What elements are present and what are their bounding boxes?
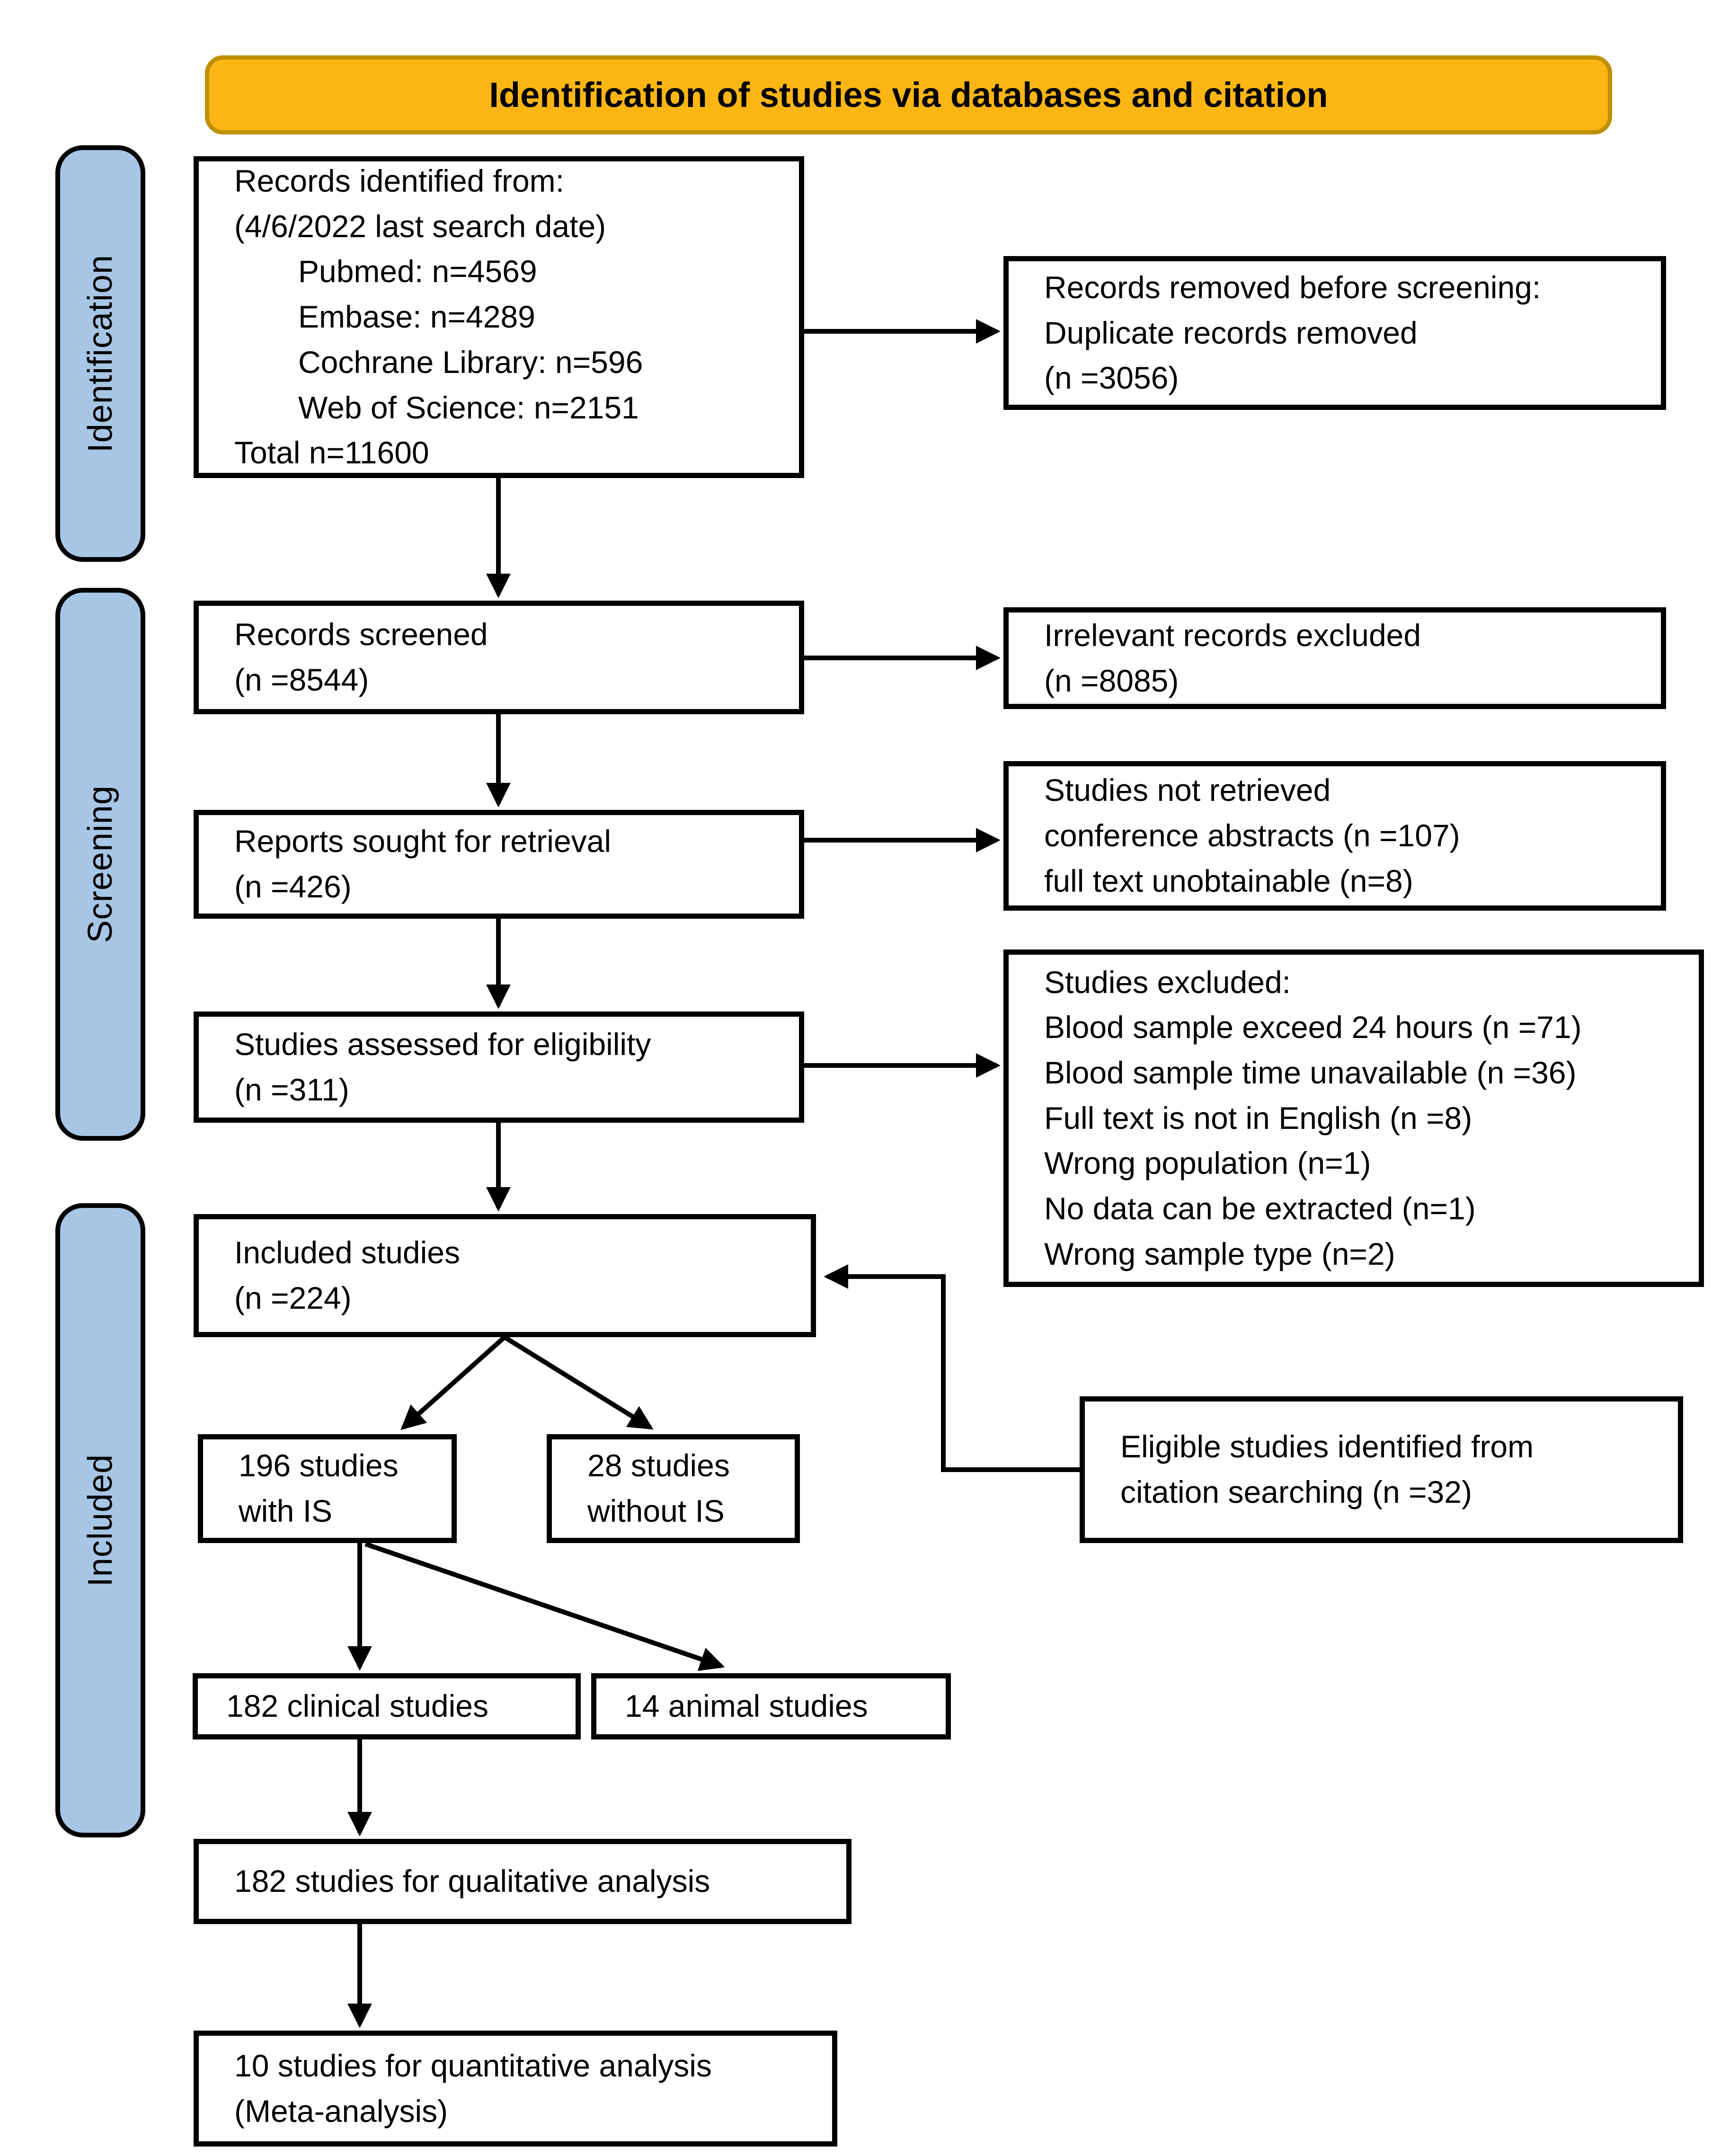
box-records-identified: Records identified from: (4/6/2022 last … <box>194 156 804 478</box>
box-studies-with-is: 196 studies with IS <box>198 1434 457 1543</box>
box-studies-assessed: Studies assessed for eligibility (n =311… <box>194 1011 804 1123</box>
box-text-line: (n =3056) <box>1044 360 1179 396</box>
box-text-line: Records screened <box>234 617 488 652</box>
box-text-line: without IS <box>587 1493 725 1528</box>
box-text-line: 182 studies for qualitative analysis <box>234 1863 710 1899</box>
box-text-line: Irrelevant records excluded <box>1044 617 1421 653</box>
box-text-line: Cochrane Library: n=596 <box>298 344 643 380</box>
box-text-line: Pubmed: n=4569 <box>298 254 537 289</box>
box-text-line: Included studies <box>234 1235 460 1270</box>
box-clinical-studies: 182 clinical studies <box>193 1673 581 1739</box>
stage-band-screening: Screening <box>55 588 145 1141</box>
box-text-line: (n =8544) <box>234 662 369 697</box>
box-text-line: 196 studies <box>239 1448 399 1483</box>
box-irrelevant-records-excluded: Irrelevant records excluded (n =8085) <box>1003 607 1666 709</box>
box-text-line: Duplicate records removed <box>1044 315 1418 350</box>
box-text-line: (Meta-analysis) <box>234 2093 448 2129</box>
box-text-line: Eligible studies identified from <box>1120 1429 1534 1464</box>
box-text-line: Web of Science: n=2151 <box>298 390 639 425</box>
box-text-line: Studies not retrieved <box>1044 772 1331 808</box>
box-text-line: 182 clinical studies <box>226 1688 488 1724</box>
box-text-line: 14 animal studies <box>625 1688 868 1724</box>
stage-band-included: Included <box>55 1203 145 1837</box>
box-text-line: Full text is not in English (n =8) <box>1044 1100 1472 1136</box>
box-text-line: with IS <box>239 1493 333 1528</box>
box-text-line: (4/6/2022 last search date) <box>234 208 606 244</box>
box-studies-not-retrieved: Studies not retrieved conference abstrac… <box>1003 761 1666 911</box>
box-text-line: (n =426) <box>234 869 352 904</box>
box-studies-without-is: 28 studies without IS <box>547 1434 800 1543</box>
stage-band-identification: Identification <box>55 145 145 562</box>
box-reports-sought: Reports sought for retrieval (n =426) <box>194 810 804 919</box>
box-qualitative-analysis: 182 studies for qualitative analysis <box>194 1839 852 1924</box>
box-quantitative-analysis: 10 studies for quantitative analysis (Me… <box>194 2031 837 2147</box>
box-text-line: conference abstracts (n =107) <box>1044 818 1460 853</box>
box-text-line: Records identified from: <box>234 163 564 199</box>
box-text-line: Wrong population (n=1) <box>1044 1145 1371 1181</box>
box-text-line: Embase: n=4289 <box>298 299 535 335</box>
stage-band-label: Identification <box>81 254 119 453</box>
box-text-line: Records removed before screening: <box>1044 269 1541 305</box>
box-studies-excluded: Studies excluded: Blood sample exceed 24… <box>1003 949 1704 1287</box>
box-text-line: 28 studies <box>587 1448 730 1483</box>
box-included-studies: Included studies (n =224) <box>194 1214 816 1337</box>
diagram-title-banner: Identification of studies via databases … <box>205 55 1612 134</box>
box-records-removed: Records removed before screening: Duplic… <box>1003 256 1666 410</box>
box-text-line: No data can be extracted (n=1) <box>1044 1191 1476 1226</box>
box-text-line: Wrong sample type (n=2) <box>1044 1236 1395 1271</box>
box-text-line: Studies excluded: <box>1044 964 1291 1000</box>
box-text-line: citation searching (n =32) <box>1120 1474 1472 1509</box>
box-text-line: Blood sample exceed 24 hours (n =71) <box>1044 1010 1582 1045</box>
box-animal-studies: 14 animal studies <box>591 1673 951 1739</box>
box-text-line: Studies assessed for eligibility <box>234 1026 651 1062</box>
stage-band-label: Screening <box>81 785 119 943</box>
box-text-line: Blood sample time unavailable (n =36) <box>1044 1055 1577 1090</box>
box-text-line: 10 studies for quantitative analysis <box>234 2048 712 2083</box>
box-eligible-citation-searching: Eligible studies identified from citatio… <box>1080 1396 1683 1543</box>
box-text-line: (n =8085) <box>1044 663 1179 698</box>
stage-band-label: Included <box>81 1454 119 1587</box>
box-text-line: Total n=11600 <box>234 435 429 470</box>
box-text-line: full text unobtainable (n=8) <box>1044 863 1413 898</box>
box-text-line: (n =311) <box>234 1072 349 1107</box>
box-text-line: Reports sought for retrieval <box>234 824 612 859</box>
box-records-screened: Records screened (n =8544) <box>194 601 804 714</box>
box-text-line: (n =224) <box>234 1280 352 1315</box>
